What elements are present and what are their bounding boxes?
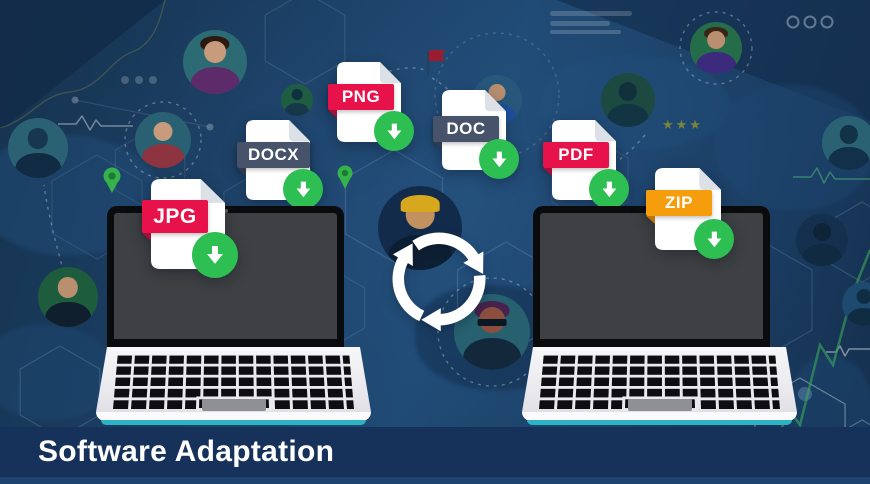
person-avatar: [281, 84, 313, 116]
download-badge: [283, 169, 323, 209]
download-arrow-icon: [207, 246, 223, 264]
download-badge: [192, 232, 238, 278]
download-arrow-icon: [492, 151, 506, 167]
file-type-band: DOCX: [237, 142, 311, 176]
laptop-bottom-edge: [96, 412, 371, 425]
download-badge: [694, 219, 734, 259]
laptop-accent-strip: [527, 420, 792, 425]
download-arrow-icon: [296, 181, 310, 197]
person-avatar: [8, 118, 68, 178]
file-icon-png: PNG: [328, 62, 414, 151]
download-arrow-icon: [387, 123, 401, 139]
file-type-band: JPG: [142, 200, 208, 241]
file-type-label: DOC: [446, 119, 486, 138]
band-fold: [328, 110, 337, 118]
person-avatar: [822, 116, 870, 170]
file-type-band: PNG: [328, 84, 394, 118]
file-type-label: PDF: [558, 145, 594, 164]
file-icon-pdf: PDF: [543, 120, 629, 209]
footer-strip: [0, 477, 870, 484]
laptop-bottom-edge: [522, 412, 797, 425]
file-icon-jpg: JPG: [142, 179, 238, 278]
file-type-label: ZIP: [665, 193, 693, 212]
person-avatar: [690, 22, 742, 74]
sync-arrows-icon: [392, 232, 486, 332]
band-fold: [237, 168, 246, 176]
person-avatar: [38, 267, 98, 327]
file-icon-zip: ZIP: [646, 168, 734, 259]
file-type-label: JPG: [153, 204, 197, 228]
band-fold: [142, 233, 151, 241]
download-badge: [589, 169, 629, 209]
band-fold: [543, 168, 552, 176]
laptop-trackpad: [627, 399, 692, 411]
file-icon-doc: DOC: [433, 90, 519, 179]
download-arrow-icon: [707, 231, 721, 247]
person-avatar: [601, 73, 655, 127]
band-fold: [433, 142, 442, 150]
download-arrow-icon: [602, 181, 616, 197]
file-type-label: DOCX: [248, 145, 300, 164]
file-type-band: DOC: [433, 116, 499, 150]
file-type-band: PDF: [543, 142, 609, 176]
file-type-label: PNG: [341, 87, 381, 106]
page-title: Software Adaptation: [38, 435, 335, 468]
title-banner: Software Adaptation: [0, 427, 870, 477]
file-type-band: ZIP: [646, 190, 712, 224]
download-badge: [479, 139, 519, 179]
band-fold: [646, 216, 655, 224]
person-avatar: [183, 30, 247, 94]
download-badge: [374, 111, 414, 151]
laptop-accent-strip: [101, 420, 366, 425]
laptop-trackpad: [201, 399, 266, 411]
file-icon-docx: DOCX: [237, 120, 323, 209]
person-avatar: [796, 214, 848, 266]
person-avatar: [135, 112, 191, 168]
laptop-screen: [533, 206, 770, 347]
